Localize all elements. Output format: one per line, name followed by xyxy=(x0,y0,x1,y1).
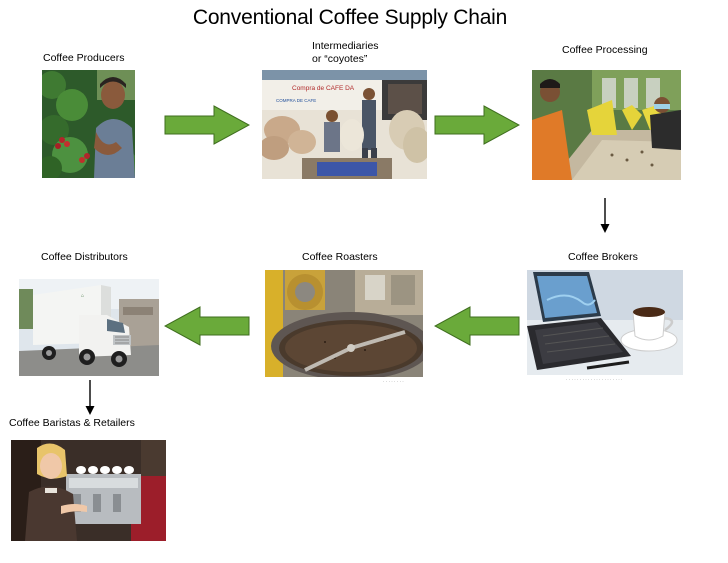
arrow-distributors-to-baristas xyxy=(85,380,95,415)
label-coffee-producers: Coffee Producers xyxy=(43,52,125,64)
label-coffee-distributors: Coffee Distributors xyxy=(41,251,128,263)
arrow-producers-to-intermediaries xyxy=(164,105,250,145)
label-intermediaries-line2: or “coyotes” xyxy=(312,53,368,65)
producers-photo xyxy=(42,70,135,178)
roasters-photo-credit: · · · · · · · · xyxy=(383,379,404,384)
brokers-photo-credit: · · · · · · · · · · · · · · · · · · · · … xyxy=(566,377,623,382)
arrow-brokers-to-roasters xyxy=(434,306,520,346)
label-coffee-processing: Coffee Processing xyxy=(562,44,648,56)
svg-text:COMPRA DE CAFE: COMPRA DE CAFE xyxy=(276,98,316,103)
label-coffee-brokers: Coffee Brokers xyxy=(568,251,638,263)
label-intermediaries-line1: Intermediaries xyxy=(312,40,379,52)
svg-text:Compra de CAFE DA: Compra de CAFE DA xyxy=(292,85,355,92)
arrow-roasters-to-distributors xyxy=(164,306,250,346)
page-title: Conventional Coffee Supply Chain xyxy=(192,6,508,29)
arrow-processing-to-brokers xyxy=(600,198,610,233)
roasters-photo xyxy=(265,270,423,377)
distributors-photo: ⌂ xyxy=(19,279,159,376)
svg-text:⌂: ⌂ xyxy=(81,293,84,299)
intermediaries-photo: Compra de CAFE DA COMPRA DE CAFE xyxy=(262,70,427,179)
label-coffee-baristas-retailers: Coffee Baristas & Retailers xyxy=(9,417,135,429)
arrow-intermediaries-to-processing xyxy=(434,105,520,145)
brokers-photo xyxy=(527,270,683,375)
processing-photo xyxy=(532,70,681,180)
baristas-photo xyxy=(11,440,166,541)
label-coffee-roasters: Coffee Roasters xyxy=(302,251,378,263)
